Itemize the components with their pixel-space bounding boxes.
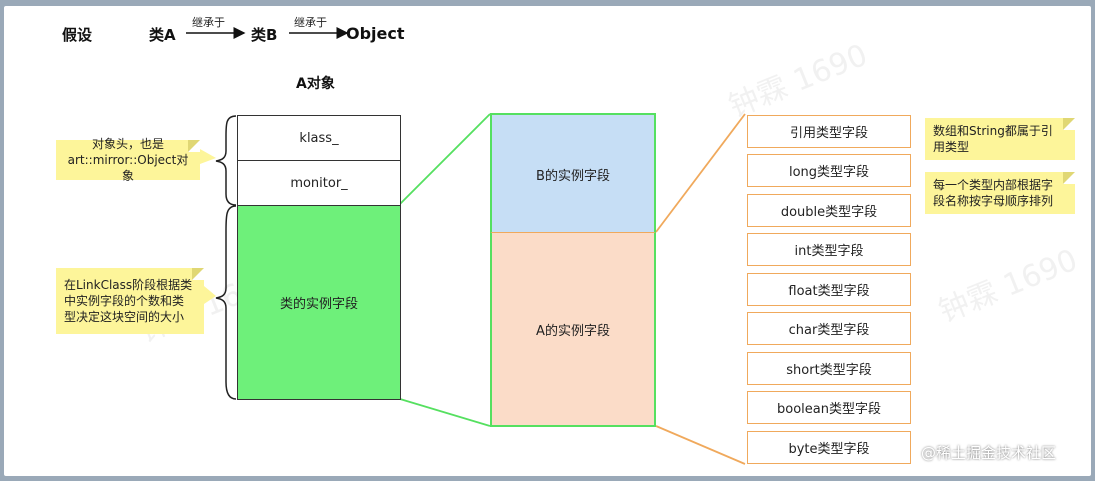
site-watermark: @稀土掘金技术社区 (921, 444, 1057, 462)
header-note: 对象头，也是 art::mirror::Object对象 (56, 137, 200, 183)
field-type-short: short类型字段 (747, 352, 911, 385)
note-line: 数组和String都属于引 (933, 124, 1053, 138)
class-b-label: 类B (251, 26, 278, 44)
field-type-long: long类型字段 (747, 154, 911, 187)
assume-label: 假设 (62, 26, 93, 44)
expand-line-orange-bottom (655, 425, 746, 465)
a-fields-block: A的实例字段 (490, 232, 656, 427)
sort-order-note: 每一个类型内部根据字 段名称按字母顺序排列 (925, 172, 1075, 214)
field-type-char: char类型字段 (747, 312, 911, 345)
note-line: 对象头，也是 (91, 137, 164, 151)
expand-line-top (399, 113, 491, 205)
note-line: 用类型 (933, 140, 970, 154)
expand-line-bottom (399, 398, 491, 427)
klass-block: klass_ (237, 115, 401, 161)
note-line: 每一个类型内部根据字 (933, 178, 1054, 192)
inherit-label: 继承于 (294, 16, 327, 29)
note-fold (192, 268, 204, 280)
expand-line-orange-top (655, 113, 746, 233)
note-line: 段名称按字母顺序排列 (933, 194, 1054, 208)
header-brace (215, 115, 237, 206)
note-fold (1063, 172, 1075, 184)
field-type-reference: 引用类型字段 (747, 115, 911, 148)
linkclass-note: 在LinkClass阶段根据类 中实例字段的个数和类 型决定这块空间的大小 (56, 268, 204, 334)
field-type-float: float类型字段 (747, 273, 911, 306)
instance-fields-block: 类的实例字段 (237, 205, 401, 400)
object-title: A对象 (296, 76, 335, 92)
b-fields-block: B的实例字段 (490, 113, 656, 233)
field-type-int: int类型字段 (747, 233, 911, 266)
note-line: 在LinkClass阶段根据类 (64, 278, 193, 292)
note-fold (1063, 118, 1075, 130)
inherit-label: 继承于 (192, 16, 225, 29)
diagram-canvas: 钟霖 1690 钟霖 1690 钟霖 1690 钟霖 1690 假设 类A 继承… (4, 6, 1091, 476)
connector-lines (186, 27, 746, 465)
field-type-byte: byte类型字段 (747, 431, 911, 464)
reference-type-note: 数组和String都属于引 用类型 (925, 118, 1075, 160)
object-label: Object (346, 24, 405, 43)
field-type-double: double类型字段 (747, 194, 911, 227)
field-type-boolean: boolean类型字段 (747, 391, 911, 424)
note-line: 中实例字段的个数和类 (64, 294, 185, 308)
note-fold (188, 140, 200, 152)
note-pointer (204, 286, 216, 304)
monitor-block: monitor_ (237, 160, 401, 206)
note-pointer (200, 149, 216, 164)
note-line: 型决定这块空间的大小 (64, 310, 185, 324)
class-a-label: 类A (149, 26, 176, 44)
note-line: art::mirror::Object对象 (67, 153, 189, 183)
fields-brace (215, 205, 237, 400)
